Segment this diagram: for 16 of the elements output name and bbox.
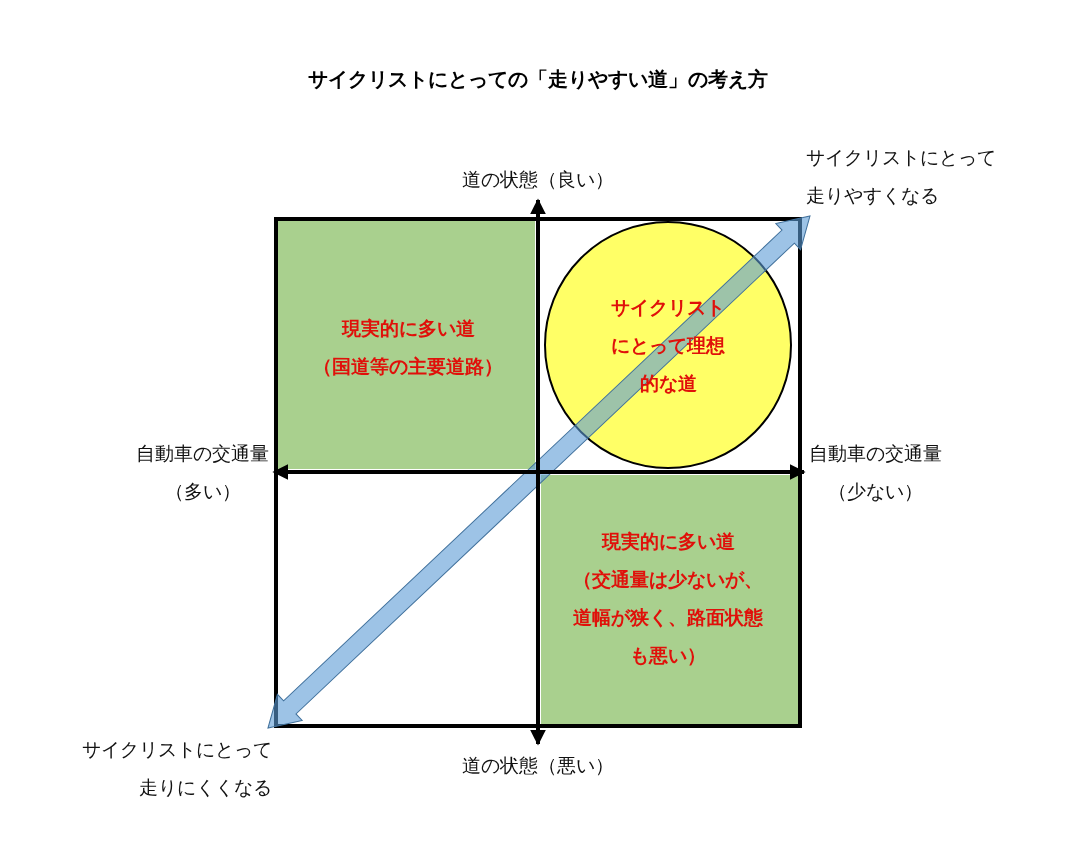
arrow [530, 198, 546, 746]
quadrant-box [541, 475, 798, 724]
axis-label: 道の状態（悪い） [456, 746, 620, 784]
axis-label: 道の状態（良い） [456, 160, 620, 198]
axis-label: 自動車の交通量（多い） [133, 434, 272, 510]
diagram-title: サイクリストにとっての「走りやすい道」の考え方 [306, 66, 769, 93]
end-label: サイクリストにとって走りやすくなる [806, 138, 1002, 214]
arrow [272, 464, 806, 480]
node-heading: 現実的に多い道 [340, 315, 476, 341]
axis-label: 自動車の交通量（少ない） [806, 434, 945, 510]
node-heading: 現実的に多い道 [600, 529, 736, 554]
end-label: サイクリストにとって走りにくくなる [76, 730, 272, 806]
node-note: （交通量は少ないが、道幅が狭く、路面状態も悪い） [572, 567, 764, 668]
quadrant-box [278, 221, 535, 469]
ideal-circle [544, 221, 792, 469]
node-note: （国道等の主要道路） [312, 353, 504, 379]
